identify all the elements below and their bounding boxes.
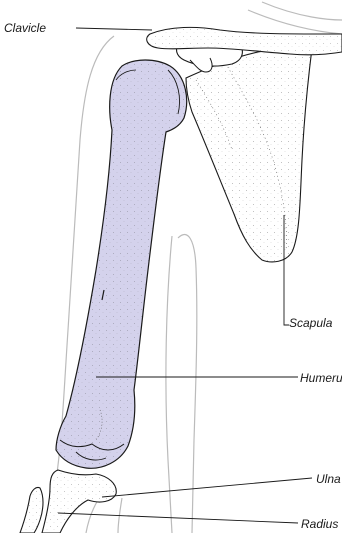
clavicle-label: Clavicle	[4, 21, 46, 35]
radius	[20, 487, 43, 533]
ulna-leader	[102, 478, 312, 497]
scapula	[186, 47, 312, 262]
clavicle-leader	[76, 28, 152, 30]
humerus	[56, 60, 187, 468]
radius-label: Radius	[301, 517, 338, 531]
ulna-label: Ulna	[316, 472, 341, 486]
scapula-label: Scapula	[289, 316, 332, 330]
humerus-label: Humerus	[300, 371, 342, 385]
ulna	[42, 470, 116, 533]
radius-leader	[58, 513, 298, 523]
